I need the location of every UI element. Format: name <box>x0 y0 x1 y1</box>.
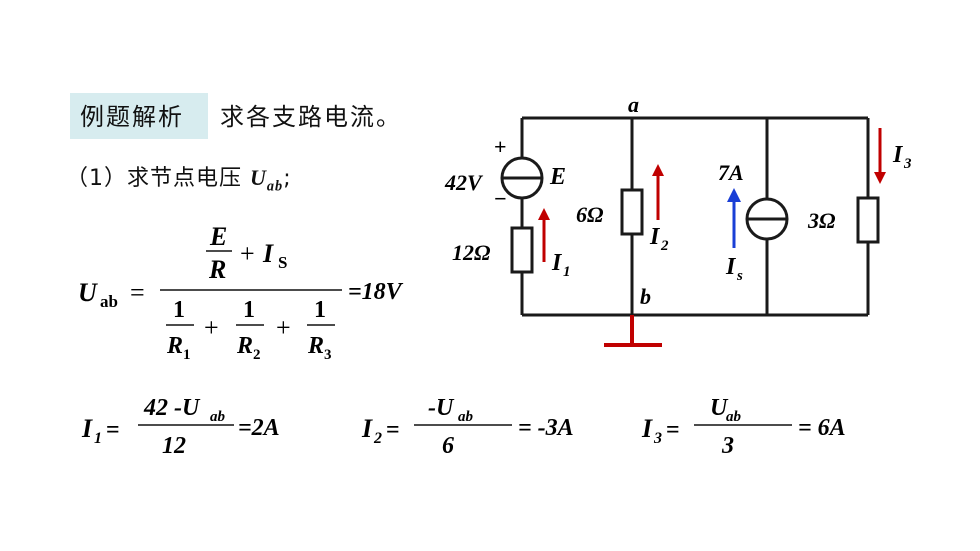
i2-numerator: -U <box>428 395 455 421</box>
i2-label: I <box>649 224 661 250</box>
formula-lhs-u: U <box>78 278 98 307</box>
i1-equals: = <box>106 417 120 443</box>
i2-label-sub: 2 <box>660 238 669 254</box>
den-one-3: 1 <box>314 297 326 323</box>
i3-label: I <box>892 142 904 168</box>
den-r-2: R <box>236 333 253 359</box>
i1-denominator: 12 <box>162 433 186 459</box>
i1-lhs: I <box>81 414 93 443</box>
den-r-sub-2: 2 <box>253 347 261 363</box>
formula-lhs-sub: ab <box>100 292 118 311</box>
i2-result: = -3A <box>518 415 574 441</box>
current-formulas: I 1 = 42 -U ab 12 =2A I 2 = -U ab 6 = -3… <box>81 395 846 459</box>
i1-numerator: 42 -U <box>143 395 201 421</box>
numerator-e: E <box>209 222 227 251</box>
minus-sign: − <box>494 186 507 211</box>
i2-equals: = <box>386 417 400 443</box>
node-a-label: a <box>628 92 639 117</box>
i1-lhs-sub: 1 <box>94 430 102 447</box>
den-plus-1: + <box>204 313 219 342</box>
resistor-r2 <box>620 188 644 236</box>
node-voltage-formula: U ab = E R + I S 1 R 1 + 1 R 2 + 1 R 3 =… <box>78 222 404 363</box>
is-name-label: I <box>725 254 737 280</box>
den-one-2: 1 <box>243 297 255 323</box>
den-one-1: 1 <box>173 297 185 323</box>
formula-equals: = <box>130 278 145 307</box>
plus-sign: + <box>494 134 507 159</box>
den-plus-2: + <box>276 313 291 342</box>
source-name-label: E <box>549 164 566 190</box>
i1-result: =2A <box>238 415 280 441</box>
i3-result: = 6A <box>798 415 846 441</box>
numerator-plus: + <box>240 239 255 268</box>
i2-denominator: 6 <box>442 433 454 459</box>
node-b-label: b <box>640 284 651 309</box>
i3-label-sub: 3 <box>903 156 912 172</box>
current-formula-i2: I 2 = -U ab 6 = -3A <box>361 395 574 459</box>
is-name-sub: s <box>736 268 743 284</box>
step-1-symbol: U <box>250 165 267 190</box>
i2-numerator-sub: ab <box>458 409 474 425</box>
circuit-wires <box>520 116 870 317</box>
i3-lhs-sub: 3 <box>653 430 662 447</box>
i3-equals: = <box>666 417 680 443</box>
i3-numerator-sub: ab <box>726 409 742 425</box>
r2-label: 6Ω <box>576 202 604 227</box>
numerator-r: R <box>208 255 226 284</box>
i3-lhs: I <box>641 414 653 443</box>
numerator-is-sub: S <box>278 253 287 272</box>
den-r-1: R <box>166 333 183 359</box>
i2-lhs: I <box>361 414 373 443</box>
current-formula-i3: I 3 = U ab 3 = 6A <box>641 395 846 459</box>
den-r-3: R <box>307 333 324 359</box>
i1-label: I <box>551 250 563 276</box>
i3-denominator: 3 <box>721 433 734 459</box>
i2-lhs-sub: 2 <box>373 430 382 447</box>
den-r-sub-1: 1 <box>183 347 191 363</box>
i1-numerator-sub: ab <box>210 409 226 425</box>
den-r-sub-3: 3 <box>324 347 332 363</box>
example-badge <box>70 93 208 139</box>
source-voltage-label: 42V <box>444 170 484 195</box>
i3-numerator: U <box>710 395 729 421</box>
resistor-r3 <box>856 196 880 244</box>
is-arrow-head <box>727 188 741 202</box>
step-1-end: ; <box>283 166 292 191</box>
r3-label: 3Ω <box>807 208 836 233</box>
problem-title: 求各支路电流。 <box>220 103 402 131</box>
r1-label: 12Ω <box>452 240 491 265</box>
i1-label-sub: 1 <box>563 264 571 280</box>
numerator-is: I <box>262 239 274 268</box>
is-value-label: 7A <box>718 160 744 185</box>
step-1-symbol-sub: ab <box>266 178 284 195</box>
current-formula-i1: I 1 = 42 -U ab 12 =2A <box>81 395 280 459</box>
example-badge-label: 例题解析 <box>80 103 184 131</box>
resistor-r1 <box>510 226 534 274</box>
formula-result: =18V <box>348 279 404 305</box>
step-1-label: （1）求节点电压 <box>66 166 242 191</box>
step-1-heading: （1）求节点电压 Uab; <box>66 160 292 195</box>
